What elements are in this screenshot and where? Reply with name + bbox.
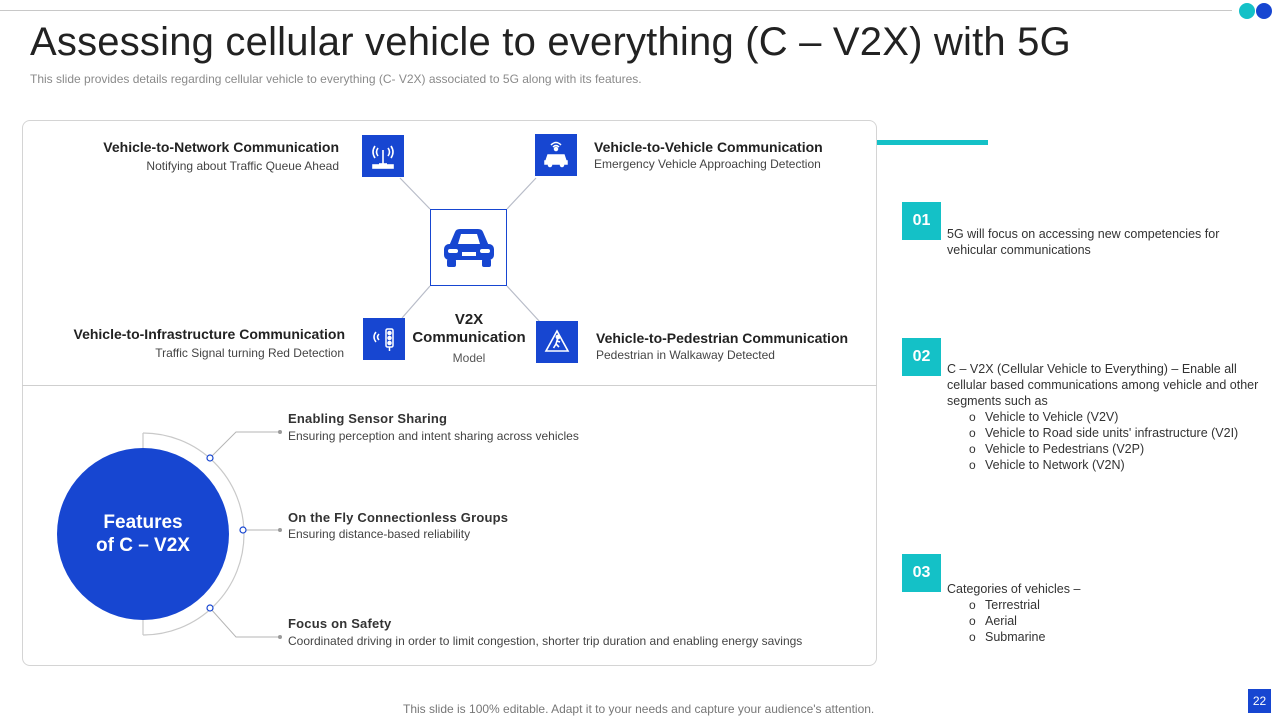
point-text-02: C – V2X (Cellular Vehicle to Everything)… (947, 361, 1263, 473)
feature-connector-1 (209, 431, 280, 459)
feature-2-title: On the Fly Connectionless Groups (288, 510, 509, 525)
network-tower-icon (362, 135, 404, 177)
point-number-02: 02 (902, 338, 941, 376)
pedestrian-crossing-icon (536, 321, 578, 363)
connector-pedestrian (506, 285, 541, 323)
teal-dot-decoration (1239, 3, 1255, 19)
node-network-desc: Notifying about Traffic Queue Ahead (146, 159, 339, 173)
blue-dot-decoration (1256, 3, 1272, 19)
node-vehicle-desc: Emergency Vehicle Approaching Detection (594, 157, 821, 171)
slide-subtitle: This slide provides details regarding ce… (30, 72, 642, 86)
features-circle: Features of C – V2X (57, 448, 229, 620)
center-label-line3: Model (452, 351, 486, 365)
node-network-title: Vehicle-to-Network Communication (103, 139, 339, 155)
feature-1-title: Enabling Sensor Sharing (288, 411, 448, 426)
node-vehicle-title: Vehicle-to-Vehicle Communication (594, 139, 823, 155)
panel-divider (22, 385, 877, 386)
features-circle-line1: Features (103, 512, 183, 533)
list-item: Terrestrial (969, 597, 1247, 613)
content-panel (22, 120, 877, 666)
teal-accent-bar (877, 140, 988, 145)
feature-2-desc: Ensuring distance-based reliability (288, 527, 471, 541)
node-infrastructure-title: Vehicle-to-Infrastructure Communication (73, 326, 345, 342)
center-label: V2X Communication Model (408, 311, 530, 365)
feature-1-desc: Ensuring perception and intent sharing a… (288, 429, 579, 443)
feature-end-dot-1 (278, 430, 282, 434)
car-icon (443, 228, 494, 267)
feature-node-3 (206, 604, 214, 612)
point-number-03: 03 (902, 554, 941, 592)
node-pedestrian-title: Vehicle-to-Pedestrian Communication (596, 330, 849, 346)
connector-network (399, 177, 431, 210)
footer-note: This slide is 100% editable. Adapt it to… (403, 702, 875, 716)
node-pedestrian-desc: Pedestrian in Walkaway Detected (596, 348, 775, 362)
list-item: Aerial (969, 613, 1247, 629)
feature-connector-3 (209, 607, 280, 638)
features-circle-line2: of C – V2X (96, 535, 190, 556)
center-label-line1: V2X (454, 311, 484, 328)
node-infrastructure-desc: Traffic Signal turning Red Detection (155, 346, 344, 360)
connector-vehicle (506, 177, 537, 210)
feature-end-dot-3 (278, 635, 282, 639)
car-center-box (430, 209, 507, 286)
point-text-02-body: C – V2X (Cellular Vehicle to Everything)… (947, 362, 1259, 408)
point-text-03: Categories of vehicles – Terrestrial Aer… (947, 581, 1247, 645)
point-02-list: Vehicle to Vehicle (V2V) Vehicle to Road… (969, 409, 1263, 473)
page-number: 22 (1248, 689, 1271, 713)
point-text-01: 5G will focus on accessing new competenc… (947, 226, 1247, 258)
point-number-01: 01 (902, 202, 941, 240)
list-item: Vehicle to Pedestrians (V2P) (969, 441, 1263, 457)
traffic-signal-icon (363, 318, 405, 360)
feature-3-desc: Coordinated driving in order to limit co… (288, 634, 803, 648)
point-03-list: Terrestrial Aerial Submarine (969, 597, 1247, 645)
center-label-line2: Communication (412, 329, 526, 346)
feature-node-2 (239, 526, 247, 534)
vehicle-signal-icon (535, 134, 577, 176)
list-item: Vehicle to Road side units' infrastructu… (969, 425, 1263, 441)
feature-end-dot-2 (278, 528, 282, 532)
list-item: Vehicle to Network (V2N) (969, 457, 1263, 473)
connector-infrastructure (401, 285, 431, 319)
feature-arc-outer (142, 432, 245, 636)
list-item: Submarine (969, 629, 1247, 645)
point-text-03-body: Categories of vehicles – (947, 582, 1081, 596)
feature-3-title: Focus on Safety (288, 616, 392, 631)
point-text-01-body: 5G will focus on accessing new competenc… (947, 227, 1220, 257)
top-rule (0, 10, 1232, 11)
list-item: Vehicle to Vehicle (V2V) (969, 409, 1263, 425)
feature-node-1 (206, 454, 214, 462)
slide-title: Assessing cellular vehicle to everything… (30, 20, 1071, 64)
